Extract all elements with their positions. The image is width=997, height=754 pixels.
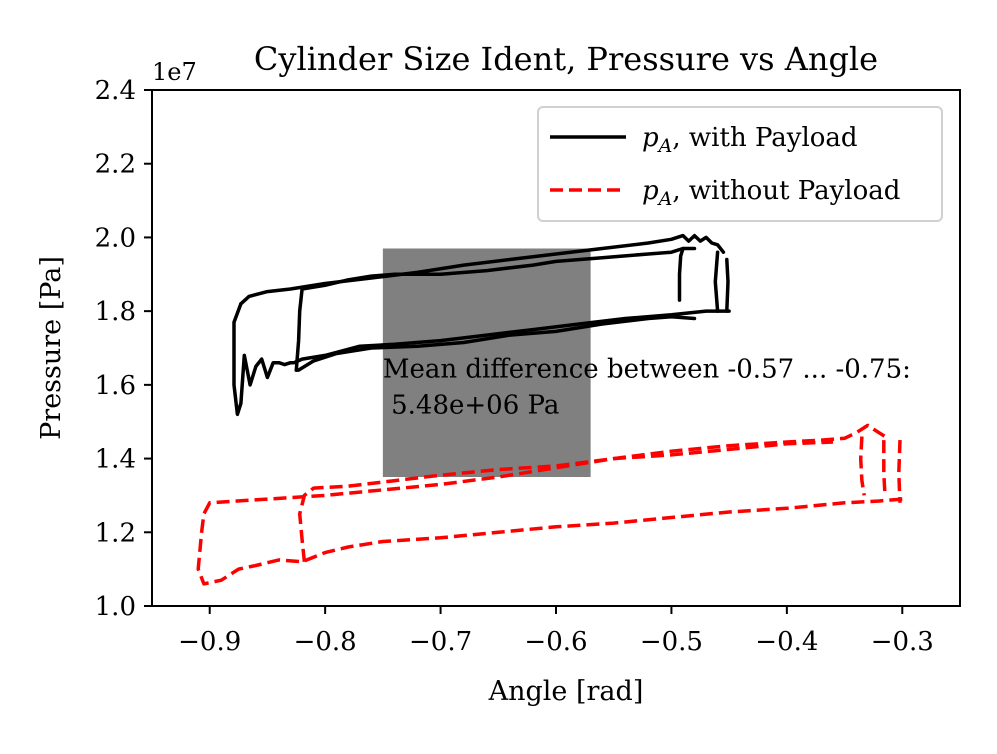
y-tick-label: 2.0 [95, 223, 136, 253]
y-axis-label: Pressure [Pa] [36, 256, 67, 440]
y-tick-label: 1.6 [95, 371, 136, 401]
x-tick-label: −0.8 [294, 627, 357, 657]
series-line-segment [677, 246, 685, 302]
legend: pA, with Payload pA, without Payload [537, 106, 943, 222]
series-line-segment [297, 440, 834, 562]
series-line-segment [858, 436, 866, 496]
x-axis-label: Angle [rad] [488, 676, 644, 707]
legend-label: pA, with Payload [642, 123, 858, 157]
y-tick-label: 2.2 [95, 150, 136, 180]
legend-box [537, 106, 943, 222]
series-line-segment [882, 440, 887, 496]
y-tick-label: 1.4 [95, 445, 136, 475]
x-tick-label: −0.9 [178, 627, 241, 657]
x-tick-label: −0.5 [640, 627, 703, 657]
series-line-segment [294, 314, 697, 372]
legend-label: pA, without Payload [642, 176, 900, 210]
plot-content [196, 233, 903, 586]
x-tick-label: −0.6 [524, 627, 587, 657]
y-offset-label: 1e7 [152, 58, 197, 86]
chart-title: Cylinder Size Ident, Pressure vs Angle [254, 40, 878, 78]
x-tick-label: −0.4 [755, 627, 818, 657]
annotation-line-2: 5.48e+06 Pa [383, 390, 560, 420]
y-axis: 1.0 1.2 1.4 1.6 1.8 2.0 2.2 2.4 [95, 76, 152, 622]
annotation-line-1: Mean difference between -0.57 ... -0.75: [383, 354, 911, 384]
shaded-region [382, 248, 591, 477]
y-tick-label: 1.0 [95, 592, 136, 622]
series-line-segment [294, 246, 697, 372]
series-without-payload [196, 423, 903, 586]
series-line-segment [713, 250, 720, 313]
y-tick-label: 1.8 [95, 297, 136, 327]
x-axis: −0.9 −0.8 −0.7 −0.6 −0.5 −0.4 −0.3 [178, 606, 934, 657]
y-tick-label: 1.2 [95, 518, 136, 548]
y-tick-label: 2.4 [95, 76, 136, 106]
series-line-segment [196, 497, 903, 586]
series-with-payload [232, 233, 731, 417]
x-tick-label: −0.7 [409, 627, 472, 657]
series-line-segment [239, 233, 726, 306]
series-line-segment [232, 302, 731, 417]
x-tick-label: −0.3 [871, 627, 934, 657]
series-line-segment [725, 257, 730, 313]
series-line-segment [199, 423, 886, 533]
series-line-segment [897, 440, 902, 503]
